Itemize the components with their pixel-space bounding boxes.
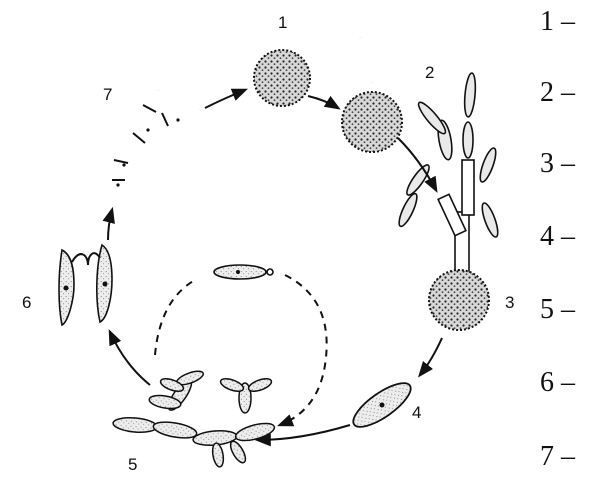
legend-item-4: 4 – [540, 221, 576, 252]
stage-4-spindle-cell [347, 376, 416, 435]
stage-label-6: 6 [22, 293, 31, 312]
stage-3-branched-filament [396, 73, 501, 330]
stage-1-sphere [254, 50, 310, 106]
legend: 1 – 2 – 3 – 4 – 5 – 6 – 7 – [540, 6, 576, 472]
stage-label-1: 1 [278, 13, 287, 32]
stage-label-3: 3 [505, 293, 514, 312]
stage-label-7: 7 [103, 85, 112, 104]
legend-item-3: 3 – [540, 148, 576, 179]
legend-item-2: 2 – [540, 77, 576, 108]
legend-item-6: 6 – [540, 367, 576, 398]
stage-label-2: 2 [425, 63, 434, 82]
stage-5-cell-cluster [112, 369, 276, 468]
legend-item-5: 5 – [540, 294, 576, 325]
stage-6-conjugating-cells [59, 245, 112, 325]
legend-item-1: 1 – [540, 6, 576, 37]
stage-label-4: 4 [412, 403, 421, 422]
stage-7-hypha [112, 90, 200, 200]
stage-2-germinating-sphere [342, 38, 402, 152]
stage-label-5: 5 [128, 455, 137, 474]
legend-item-7: 7 – [540, 441, 576, 472]
